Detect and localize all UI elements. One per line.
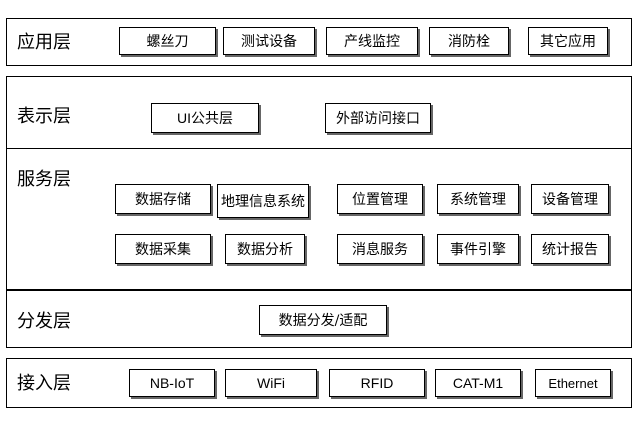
box-event-engine: 事件引擎 (437, 234, 519, 264)
layer-label: 接入层 (17, 373, 71, 394)
box-data-distribution-adapter: 数据分发/适配 (259, 305, 387, 335)
access-layer: 接入层 NB-IoT WiFi RFID CAT-M1 Ethernet (6, 358, 632, 408)
box-statistics-report: 统计报告 (531, 234, 609, 264)
box-device-management: 设备管理 (531, 184, 609, 214)
box-data-analysis: 数据分析 (225, 234, 305, 264)
presentation-layer: 表示层 UI公共层 外部访问接口 (6, 76, 632, 149)
service-layer: 服务层 数据存储 地理信息系统 位置管理 系统管理 设备管理 数据采集 数据分析… (6, 148, 632, 290)
box-nb-iot: NB-IoT (129, 369, 215, 397)
layer-label: 应用层 (17, 32, 71, 53)
box-data-storage: 数据存储 (115, 184, 211, 214)
layer-label: 服务层 (17, 169, 71, 190)
box-cat-m1: CAT-M1 (435, 369, 521, 397)
box-message-service: 消息服务 (337, 234, 423, 264)
box-gis: 地理信息系统 (217, 184, 309, 218)
box-fire-hydrant: 消防栓 (429, 27, 509, 55)
box-rfid: RFID (329, 369, 425, 397)
box-line-monitoring: 产线监控 (326, 27, 418, 55)
layer-label: 分发层 (17, 311, 71, 332)
box-system-management: 系统管理 (437, 184, 519, 214)
application-layer: 应用层 螺丝刀 测试设备 产线监控 消防栓 其它应用 (6, 18, 632, 66)
box-test-equipment: 测试设备 (223, 27, 315, 55)
box-screwdriver: 螺丝刀 (119, 27, 216, 55)
box-other-apps: 其它应用 (528, 27, 608, 55)
layer-label: 表示层 (17, 106, 71, 127)
box-ui-common-layer: UI公共层 (151, 103, 259, 133)
box-wifi: WiFi (225, 369, 317, 397)
box-location-management: 位置管理 (337, 184, 423, 214)
box-data-collection: 数据采集 (115, 234, 211, 264)
distribution-layer: 分发层 数据分发/适配 (6, 290, 632, 348)
box-external-access-interface: 外部访问接口 (325, 103, 431, 133)
box-ethernet: Ethernet (535, 369, 611, 397)
